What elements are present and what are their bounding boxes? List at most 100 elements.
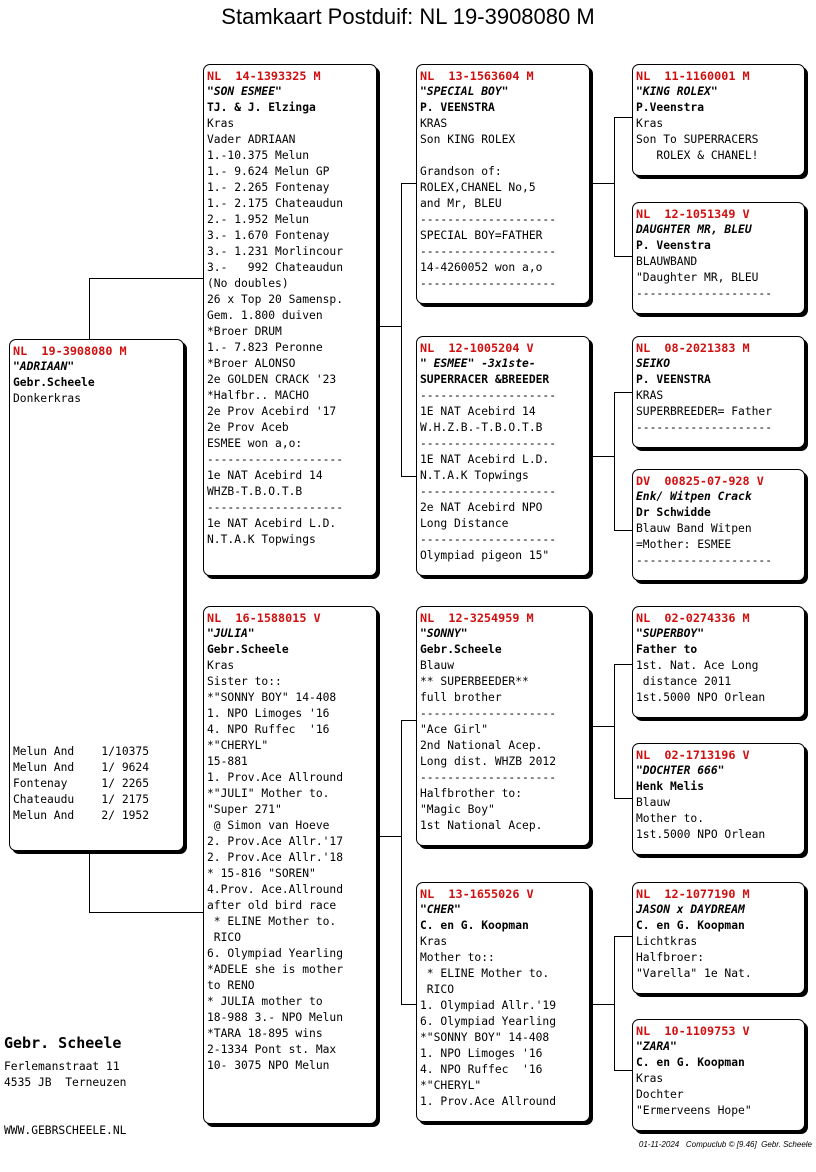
pigeon-card-ffm[interactable]: NL 12-1051349 V DAUGHTER MR, BLEU P. Veens… xyxy=(632,202,805,314)
info-line: W.H.Z.B.-T.B.O.T.B xyxy=(420,421,543,434)
connector xyxy=(401,1004,417,1005)
info-line: -------------------- xyxy=(420,437,557,450)
owner-website-link[interactable]: WWW.GEBRSCHEELE.NL xyxy=(4,1124,127,1137)
info-line: and Mr, BLEU xyxy=(420,197,502,210)
info-line: full brother xyxy=(420,691,502,704)
info-line: RICO xyxy=(420,983,455,996)
owner-address-city: 4535 JB Terneuzen xyxy=(4,1076,127,1089)
info-line: *"SONNY BOY" 14-408 xyxy=(420,1031,550,1044)
pigeon-name: "SPECIAL BOY" xyxy=(420,85,509,98)
breeder-name: Dr Schwidde xyxy=(636,506,711,519)
ring-number: NL 10-1109753 V xyxy=(636,1024,750,1038)
result-line: Chateaudu 1/ 2175 xyxy=(13,793,150,806)
pigeon-card-father-mother[interactable]: NL 12-1005204 V" ESMEE" -3x1ste-SUPERRAC… xyxy=(416,336,590,576)
connector xyxy=(614,392,615,530)
info-line: -------------------- xyxy=(207,501,344,514)
breeder-name: TJ. & J. Elzinga xyxy=(207,101,316,114)
info-line: 1.- 9.624 Melun GP xyxy=(207,165,330,178)
info-line: 1E NAT Acebird L.D. xyxy=(420,453,550,466)
info-line: "Ermerveens Hope" xyxy=(636,1104,752,1117)
breeder-name: P.Veenstra xyxy=(636,101,705,114)
info-line: *"SONNY BOY" 14-408 xyxy=(207,691,337,704)
breeder-name: P. Veenstra xyxy=(636,239,711,252)
pigeon-name: "DOCHTER 666" xyxy=(636,764,725,777)
ring-number: NL 12-1051349 V xyxy=(636,207,750,221)
info-line: 10- 3075 NPO Melun xyxy=(207,1059,330,1072)
info-line: -------------------- xyxy=(420,707,557,720)
info-line: 1.- 2.175 Chateaudun xyxy=(207,197,344,210)
info-line: 3.- 1.670 Fontenay xyxy=(207,229,330,242)
info-line: 1.- 7.823 Peronne xyxy=(207,341,323,354)
pigeon-color: Donkerkras xyxy=(13,392,82,405)
info-line xyxy=(420,148,586,164)
breeder-name: Gebr.Scheele xyxy=(207,643,289,656)
ring-number: NL 02-0274336 M xyxy=(636,611,750,625)
info-line: 2. Prov.Ace Allr.'17 xyxy=(207,835,344,848)
info-line: 4. NPO Ruffec '16 xyxy=(207,723,330,736)
ring-number: NL 02-1713196 V xyxy=(636,748,750,762)
pigeon-name: "SONNY" xyxy=(420,627,468,640)
info-line: ROLEX,CHANEL No,5 xyxy=(420,181,536,194)
result-line: Melun And 2/ 1952 xyxy=(13,809,150,822)
info-line: -------------------- xyxy=(420,245,557,258)
info-line: Kras xyxy=(207,659,235,672)
page-title: Stamkaart Postduif: NL 19-3908080 M xyxy=(221,4,595,29)
info-line: N.T.A.K Topwings xyxy=(420,469,529,482)
info-line: 2e NAT Acebird NPO xyxy=(420,501,543,514)
pigeon-card-father[interactable]: NL 14-1393325 M"SON ESMEE"TJ. & J. Elzin… xyxy=(203,64,377,576)
info-line: "Ace Girl" xyxy=(420,723,489,736)
ring-number: NL 11-1160001 M xyxy=(636,69,750,83)
info-line: Halfbrother to: xyxy=(420,787,523,800)
info-line: 1.- 2.265 Fontenay xyxy=(207,181,330,194)
pigeon-name: "ZARA" xyxy=(636,1040,677,1053)
connector xyxy=(590,726,615,727)
result-line: Fontenay 1/ 2265 xyxy=(13,777,150,790)
info-line: 1st.5000 NPO Orlean xyxy=(636,691,766,704)
info-line: ROLEX & CHANEL! xyxy=(636,149,759,162)
connector xyxy=(614,256,632,257)
info-line: Kras xyxy=(420,935,448,948)
connector xyxy=(590,1004,615,1005)
connector xyxy=(590,456,615,457)
info-line: Long dist. WHZB 2012 xyxy=(420,755,557,768)
pigeon-name: "CHER" xyxy=(420,903,461,916)
info-line: *"CHERYL" xyxy=(420,1079,482,1092)
results-list: Melun And 1/10375 Melun And 1/ 9624 Font… xyxy=(13,744,149,824)
info-line: Blauw Band Witpen xyxy=(636,522,752,535)
info-line: "Daughter MR, BLEU xyxy=(636,271,759,284)
info-line: * JULIA mother to xyxy=(207,995,323,1008)
breeder-name: P. VEENSTRA xyxy=(636,373,711,386)
info-line: *TARA 18-895 wins xyxy=(207,1027,323,1040)
info-line: Grandson of: xyxy=(420,165,502,178)
pigeon-card-main[interactable]: NL 19-3908080 M "ADRIAAN" Gebr.Scheele D… xyxy=(9,339,184,851)
connector xyxy=(614,798,632,799)
pigeon-name: DAUGHTER MR, BLEU xyxy=(636,223,752,236)
ring-number: NL 08-2021383 M xyxy=(636,341,750,355)
ring-number: NL 12-1005204 V xyxy=(420,341,534,355)
info-line: SUPERBREEDER= Father xyxy=(636,405,773,418)
info-line: "Super 271" xyxy=(207,803,282,816)
info-line: -------------------- xyxy=(636,421,773,434)
connector xyxy=(89,278,204,279)
info-line: 1e NAT Acebird 14 xyxy=(207,469,323,482)
info-line: 1st. Nat. Ace Long xyxy=(636,659,759,672)
ring-number: NL 16-1588015 V xyxy=(207,611,321,625)
info-line: ** SUPERBEEDER** xyxy=(420,675,529,688)
ring-number: DV 00825-07-928 V xyxy=(636,474,764,488)
info-line: 6. Olympiad Yearling xyxy=(207,947,344,960)
connector xyxy=(377,326,402,327)
info-line: Mother to:: xyxy=(420,951,495,964)
info-line: Halfbroer: xyxy=(636,951,705,964)
info-line: 3.- 992 Chateaudun xyxy=(207,261,344,274)
